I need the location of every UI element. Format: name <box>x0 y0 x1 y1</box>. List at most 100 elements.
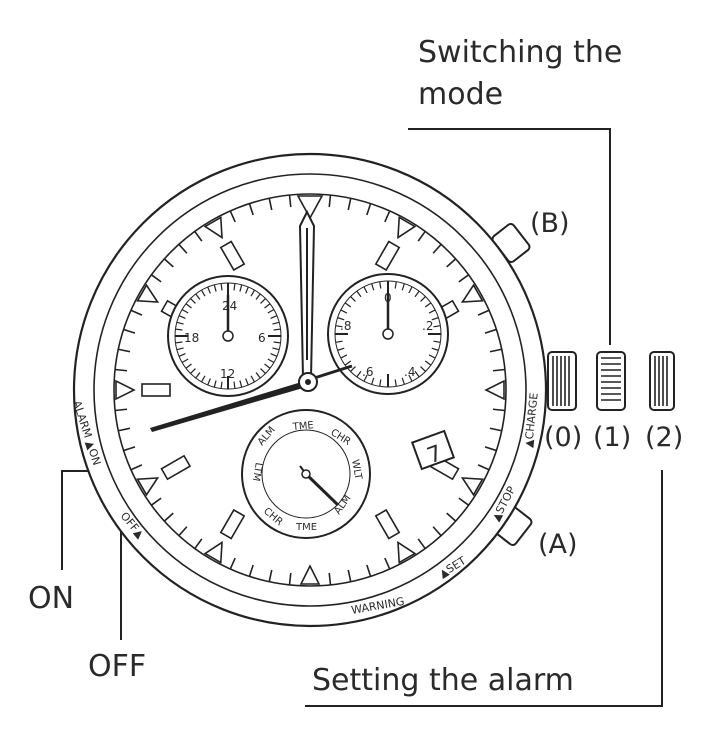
minute-tick <box>446 512 457 522</box>
subdial-tick <box>335 325 343 328</box>
subdial-24h-label-12: 12 <box>220 367 235 381</box>
subdial-tick <box>181 308 189 314</box>
minute-tick <box>150 274 162 283</box>
subdial-tick <box>250 375 256 383</box>
subdial-tick <box>428 354 436 359</box>
minute-tick <box>484 328 497 334</box>
hour-marker <box>203 508 246 564</box>
subdial-tick <box>260 368 266 374</box>
subdial-tick <box>401 283 405 291</box>
minute-tick <box>484 446 497 452</box>
minute-tick <box>328 194 332 208</box>
subdial-tick <box>431 347 439 351</box>
subdial-tick <box>200 375 206 383</box>
switching-mode-label-line1: Switching the <box>418 35 622 70</box>
minute-tick <box>229 210 236 223</box>
subdial-tick <box>337 317 345 321</box>
main-hands <box>150 209 353 432</box>
subdial-tick <box>363 374 368 382</box>
subdial-tick <box>433 340 441 343</box>
minute-tick <box>477 464 490 471</box>
minute-tick <box>328 572 332 586</box>
subdial-tick <box>270 315 278 319</box>
subdial-tick <box>335 340 343 343</box>
minute-tick <box>432 243 442 254</box>
subdial-24h-label-18: 18 <box>184 331 199 345</box>
subdial-tick <box>195 372 201 379</box>
minute-tick <box>489 348 502 353</box>
mode-label-wlt: WLT <box>349 459 363 482</box>
subdial-tick <box>207 378 211 386</box>
crown-position-0 <box>547 351 577 411</box>
minute-tick <box>178 243 188 254</box>
subdial-tick <box>424 360 432 366</box>
minute-tick <box>366 564 372 577</box>
minute-tick <box>492 408 506 412</box>
subdial-tick <box>245 286 249 294</box>
subdial-tick <box>175 328 183 331</box>
minute-tick <box>477 309 490 316</box>
subdial-tick <box>414 290 420 298</box>
switching-mode-leader-line <box>408 128 611 345</box>
minute-tick <box>130 464 143 471</box>
twelve-marker <box>296 195 324 220</box>
subdial-24h: 24 6 12 18 <box>167 275 289 397</box>
subdial-seconds-label-2: .2 <box>422 319 433 333</box>
subdial-tick <box>239 284 243 292</box>
minute-tick <box>268 569 273 582</box>
subdial-tick <box>344 302 352 308</box>
button-a-label: (A) <box>538 529 578 560</box>
date-window: 7 <box>410 429 456 471</box>
minute-tick <box>384 557 391 570</box>
subdial-tick <box>433 325 441 328</box>
minute-tick <box>118 348 131 353</box>
subdial-tick <box>408 286 413 294</box>
subdial-tick <box>273 341 281 344</box>
subdial-tick <box>200 289 206 297</box>
subdial-24h-label-24: 24 <box>222 299 237 313</box>
subdial-tick <box>267 308 275 314</box>
subdial-tick <box>245 378 249 386</box>
subdial-tick <box>340 309 348 314</box>
subdial-tick <box>379 281 382 289</box>
subdial-tick <box>207 286 211 294</box>
subdial-seconds-label-4: .4 <box>404 365 415 379</box>
switching-mode-label-line2: mode <box>418 77 503 112</box>
off-label: OFF <box>88 649 146 684</box>
subdial-tick <box>213 380 217 388</box>
minute-tick <box>163 258 174 268</box>
minute-tick <box>118 427 131 432</box>
minute-tick <box>288 572 292 586</box>
subdial-tick <box>264 303 271 309</box>
subdial-tick <box>356 370 362 378</box>
minute-tick <box>347 198 352 211</box>
subdial-tick <box>424 302 432 308</box>
minute-tick <box>458 497 470 506</box>
subdial-tick <box>190 368 196 374</box>
subdial-tick <box>401 377 405 385</box>
mode-label-ltm: LTM <box>250 461 264 482</box>
hour-marker <box>374 216 417 272</box>
subdial-tick <box>344 360 352 366</box>
subdial-tick <box>185 363 192 369</box>
subdial-tick <box>371 377 375 385</box>
minute-tick <box>417 538 426 550</box>
minute-tick <box>347 569 352 582</box>
button-b-label: (B) <box>530 208 570 239</box>
minute-tick <box>384 210 391 223</box>
subdial-tick <box>264 363 271 369</box>
mode-label-tme-bottom: TME <box>295 522 317 533</box>
hour-marker <box>136 454 192 497</box>
subdial-tick <box>428 309 436 314</box>
subdial-tick <box>176 321 184 325</box>
mode-label-tme-top: TME <box>291 420 314 433</box>
subdial-tick <box>255 372 261 379</box>
subdial-tick <box>420 366 426 372</box>
minute-tick <box>123 328 136 334</box>
minute-tick <box>417 230 426 242</box>
minute-tick <box>150 497 162 506</box>
subdial-tick <box>178 315 186 319</box>
subdial-tick <box>220 381 223 389</box>
minute-tick <box>268 198 273 211</box>
on-label: ON <box>28 581 74 616</box>
